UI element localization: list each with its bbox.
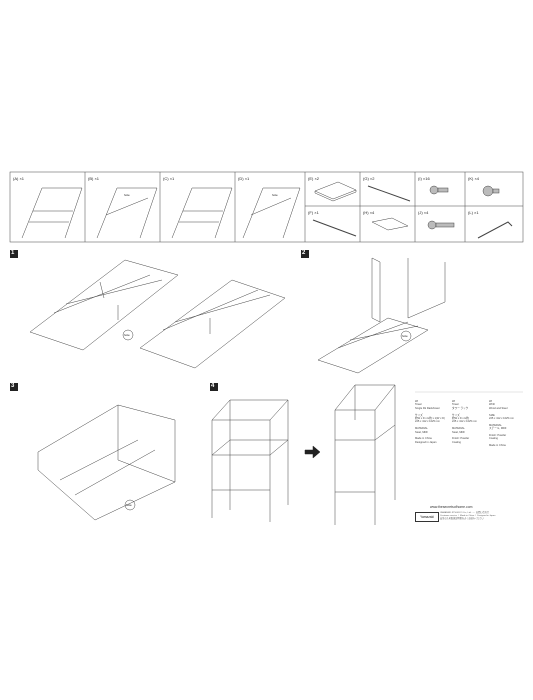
hole-callout-step1: hole — [124, 333, 130, 337]
parts-label-k: (K) ×4 — [468, 176, 480, 181]
info-column-1: Wi Tower Single Dk Rack/tower サイズ 約W x D… — [415, 400, 445, 444]
website-url: www.thesecretsofhome.com — [430, 505, 473, 509]
parts-label-i: (I) ×16 — [418, 176, 430, 181]
step-3-drawing — [37, 404, 176, 521]
parts-label-h: (H) ×4 — [363, 210, 375, 215]
arrow-icon — [304, 445, 321, 459]
parts-table — [9, 171, 524, 243]
part-f-rod — [312, 219, 357, 237]
part-l-hex-key — [477, 221, 513, 239]
step-number-1: 1 — [11, 250, 15, 256]
step-number-3: 3 — [11, 383, 15, 389]
fine-print: YAMAZAKI JITSUGYO Co., Ltd. — お問い合わせ Cus… — [440, 512, 496, 520]
part-e-shelf — [314, 181, 357, 200]
step-4-drawing-assembled — [334, 384, 396, 525]
info-column-3: Wi Wirth Wood and Steel SIZE 225 x 412 x… — [489, 400, 514, 448]
part-b-frame — [96, 187, 158, 239]
hole-callout-step2: hole — [402, 334, 408, 338]
parts-label-g: (G) ×2 — [363, 176, 375, 181]
step-1-drawing — [29, 259, 286, 369]
parts-label-e: (E) ×2 — [308, 176, 320, 181]
parts-label-c: (C) ×1 — [163, 176, 175, 181]
part-k-cap — [482, 185, 500, 197]
part-d-frame — [242, 187, 301, 239]
brand-logo: Yamazaki — [415, 512, 439, 522]
parts-label-f: (F) ×1 — [308, 210, 319, 215]
parts-label-l: (L) ×1 — [468, 210, 479, 215]
parts-label-j: (J) ×4 — [418, 210, 429, 215]
step-number-2: 2 — [302, 250, 306, 256]
parts-label-d: (D) ×1 — [238, 176, 250, 181]
part-h-bracket — [371, 217, 409, 231]
info-column-2: Wi Tower タワー ラック サイズ 約W x D x H約 225 x 4… — [452, 400, 477, 444]
parts-label-b: (B) ×1 — [88, 176, 100, 181]
step-number-4: 4 — [211, 383, 215, 389]
parts-label-a: (A) ×1 — [13, 176, 25, 181]
part-a-frame — [21, 187, 83, 239]
hole-callout-b: hole — [124, 193, 130, 197]
part-c-frame — [171, 187, 233, 239]
part-j-bolt — [427, 220, 455, 230]
part-g-rod — [367, 185, 411, 202]
step-2-drawing — [317, 257, 446, 374]
hole-callout-step3: hole — [126, 503, 132, 507]
part-i-screw — [429, 185, 449, 195]
step-4-drawing-exploded — [211, 399, 289, 522]
hole-callout-d: hole — [272, 193, 278, 197]
step-number-boxes — [10, 250, 309, 391]
